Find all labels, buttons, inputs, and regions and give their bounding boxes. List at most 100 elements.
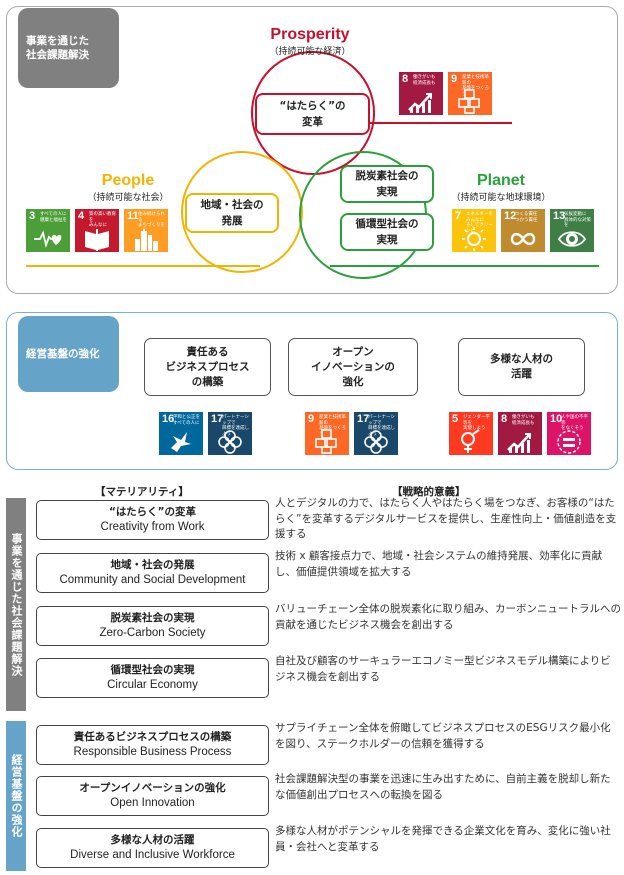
sdg-number: 5 <box>452 413 459 425</box>
foundation-tag-text: 経営基盤の強化 <box>26 348 100 360</box>
materiality-item: 責任あるビジネスプロセスの構築 Responsible Business Proc… <box>36 725 269 765</box>
sdg-number: 7 <box>455 210 462 222</box>
materiality-header: 【マテリアリティ】 <box>95 486 189 498</box>
infinity-icon <box>510 232 536 246</box>
sdg-number: 8 <box>501 413 508 425</box>
buildings-icon <box>135 227 158 251</box>
foundation-tag: 経営基盤の強化 <box>18 316 119 392</box>
group1-sidebar: 事業を通じた社会課題解決 <box>6 498 26 711</box>
foundation-panel <box>6 312 618 470</box>
materiality-title-en: Zero-Carbon Society <box>99 627 206 639</box>
pillar-diverse: 多様な人材の 活躍 <box>458 338 585 396</box>
sdg-number: 16 <box>162 413 175 425</box>
strategy-description: 人とデジタルの力で、はたらく人やはたらく場をつなぎ、お客様の“はたらく”を変革す… <box>275 497 617 540</box>
circle-prosperity <box>251 51 375 175</box>
strategy-description: 自社及び顧客のサーキュラーエコノミー型ビジネスモデル構築によりビジネス機会を創出… <box>275 655 611 683</box>
materiality-title-jp: オープンイノベーションの強化 <box>79 782 226 794</box>
flower-icon <box>218 430 242 454</box>
materiality-title-jp: 循環型社会の実現 <box>110 664 195 676</box>
box-junkan: 循環型社会の 実現 <box>340 213 434 251</box>
dove-icon <box>171 432 191 452</box>
materiality-title-en: Open Innovation <box>110 797 195 809</box>
people-heading: People （持続可能な社会） <box>68 172 188 203</box>
strategy-description: 多様な人材がポテンシャルを発揮できる企業文化を育み、変化に強い社員・会社へと変革… <box>275 825 611 853</box>
sdg-caption: つくる責任 つかう責任 <box>515 212 538 223</box>
materiality-title-en: Creativity from Work <box>100 521 205 533</box>
group1-label: 事業を通じた社会課題解決 <box>10 532 23 677</box>
flower-icon <box>364 430 388 454</box>
sdg-number: 9 <box>451 73 458 85</box>
strategy-description: サプライチェーン全体を俯瞰してビジネスプロセスのESGリスク最小化を図り、ステー… <box>275 722 611 750</box>
growth-chart-icon <box>507 433 531 453</box>
growth-chart-icon <box>408 93 432 113</box>
people-subtitle: （持続可能な社会） <box>87 193 169 203</box>
materiality-item: オープンイノベーションの強化 Open Innovation <box>36 776 269 816</box>
eye-globe-icon <box>558 231 586 247</box>
sdg-caption: 気候変動に 具体的な対策を <box>564 212 591 228</box>
materiality-title-en: Community and Social Development <box>59 574 246 586</box>
sdg-caption: パートナーシップで 目標を達成しよう <box>222 415 249 437</box>
materiality-item: 循環型社会の実現 Circular Economy <box>36 658 269 698</box>
pillar-open-innovation: オープン イノベーションの 強化 <box>288 338 418 396</box>
sdg-number: 12 <box>504 210 517 222</box>
venn-diagram <box>26 51 599 279</box>
materiality-title-en: Circular Economy <box>107 679 198 691</box>
tag-text: 事業を通じた 社会課題解決 <box>26 35 89 61</box>
equal-icon <box>557 430 581 454</box>
sdg-caption: 働きがいも 経済成長も <box>512 415 535 426</box>
materiality-item: 脱炭素社会の実現 Zero-Carbon Society <box>36 606 269 646</box>
strategy-description: 技術 x 顧客接点力で、地域・社会システムの維持発展、効率化に貢献し、価値提供領… <box>275 550 603 578</box>
sdg-caption: ジェンダー平等を 実現しよう <box>463 415 490 431</box>
sdg-caption: 質の高い教育を みんなに <box>89 212 116 228</box>
planet-title: Planet <box>476 172 525 189</box>
materiality-item: 地域・社会の発展 Community and Social Development <box>36 553 269 593</box>
sdg-caption: すべての人に 健康と福祉を <box>40 212 67 223</box>
sdg-number: 8 <box>402 73 409 85</box>
sdg-8-tile: 8 働きがいも 経済成長も <box>399 72 443 115</box>
cubes-icon <box>458 89 480 114</box>
sdg-caption: 働きがいも 経済成長も <box>413 75 436 86</box>
sdg-number: 17 <box>357 413 370 425</box>
box-hataraku: “はたらく”の 変革 <box>255 93 370 135</box>
materiality-title-jp: 地域・社会の発展 <box>110 559 195 571</box>
materiality-item: “はたらく”の変革 Creativity from Work <box>36 500 269 540</box>
people-title: People <box>101 172 155 189</box>
sdg-number: 9 <box>308 413 315 425</box>
book-icon <box>85 229 109 251</box>
pillar-responsible: 責任ある ビジネスプロセス の構築 <box>144 338 271 396</box>
planet-heading: Planet （持続可能な地球環境） <box>446 172 556 203</box>
strategy-description: バリューチェーン全体の脱炭素化に取り組み、カーボンニュートラルへの貢献を通じたビ… <box>275 603 621 631</box>
group2-label: 経営基盤の強化 <box>10 754 23 838</box>
materiality-title-en: Diverse and Inclusive Workforce <box>70 849 235 861</box>
sdg-number: 11 <box>127 210 139 222</box>
sdg-caption: 人や国の不平等 をなくそう <box>561 415 588 431</box>
materiality-title-jp: 責任あるビジネスプロセスの構築 <box>73 731 232 743</box>
materiality-item: 多様な人材の活躍 Diverse and Inclusive Workforce <box>36 828 269 868</box>
sdg-8-tile: 8 働きがいも 経済成長も <box>498 412 542 455</box>
materiality-title-jp: 多様な人材の活躍 <box>110 834 195 846</box>
sdg-number: 10 <box>550 413 563 425</box>
materiality-title-jp: 脱炭素社会の実現 <box>110 612 195 624</box>
cubes-icon <box>315 429 337 454</box>
planet-subtitle: （持続可能な地球環境） <box>451 193 551 203</box>
sun-icon <box>462 227 486 251</box>
prosperity-title: Prosperity <box>270 26 350 43</box>
sdg-number: 13 <box>553 210 566 222</box>
heartbeat-icon <box>34 230 62 249</box>
circle-people <box>181 151 303 273</box>
sdg-caption: 住み続けられる まちづくりを <box>138 212 165 228</box>
sdg-5-tile: 5 ジェンダー平等を 実現しよう <box>449 412 493 455</box>
box-datsutanso: 脱炭素社会の 実現 <box>340 165 434 203</box>
materiality-title-en: Responsible Business Process <box>73 746 232 758</box>
materiality-title-jp: “はたらく”の変革 <box>108 506 197 518</box>
